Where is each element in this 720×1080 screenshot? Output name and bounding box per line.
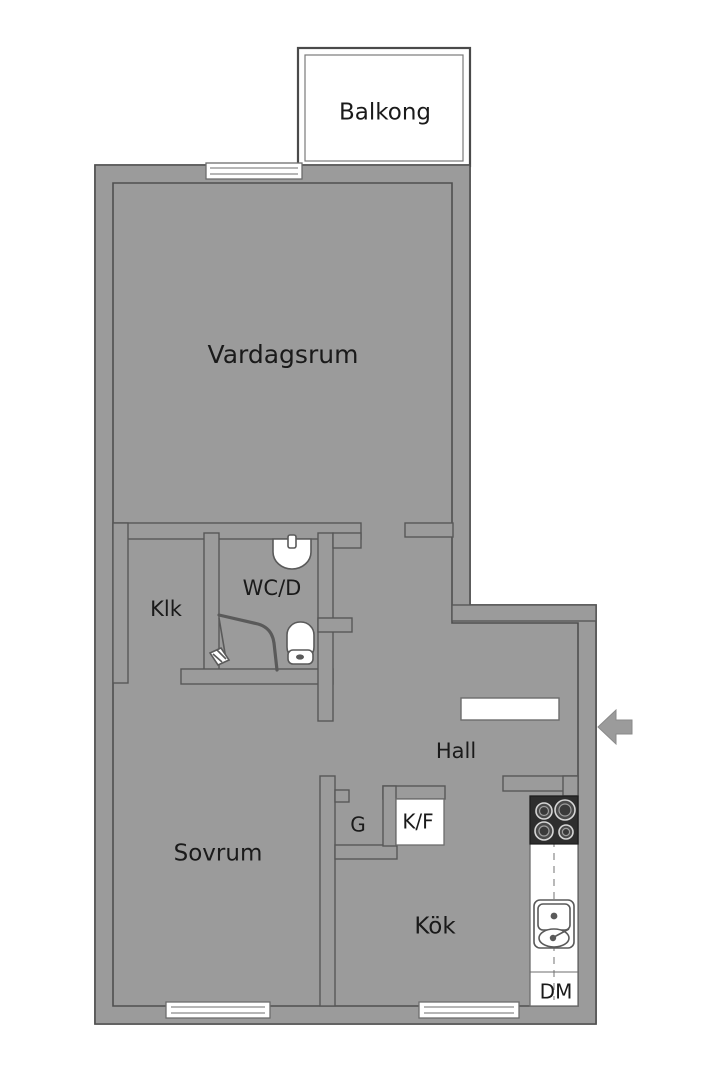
wall-garderob-north-stub bbox=[334, 789, 350, 803]
exterior-wall-render bbox=[94, 164, 597, 1025]
wall-wcd-south bbox=[180, 668, 334, 685]
label-balkong: Balkong bbox=[339, 100, 431, 126]
wall-vardagsrum-southeast-stub bbox=[404, 522, 454, 538]
kitchen-sink-icon bbox=[533, 899, 575, 949]
wall-klk-west bbox=[112, 522, 129, 684]
wall-kok-northeast-stub bbox=[562, 775, 579, 797]
wall-hall-north-step bbox=[451, 604, 597, 622]
windows bbox=[165, 162, 520, 1019]
label-klk: Klk bbox=[150, 597, 183, 621]
label-sovrum: Sovrum bbox=[174, 841, 263, 867]
balcony-outline bbox=[296, 46, 472, 168]
label-vardagsrum: Vardagsrum bbox=[208, 340, 359, 369]
window-livingroom-top bbox=[205, 162, 303, 180]
exterior-wall-band bbox=[94, 164, 597, 1025]
room-labels: Balkong Vardagsrum Klk WC/D Hall Sovrum … bbox=[150, 100, 572, 1004]
hall-closet bbox=[460, 697, 560, 721]
wall-garderob-south bbox=[334, 844, 398, 860]
window-kok-bottom bbox=[418, 1001, 520, 1019]
label-garderob: G bbox=[350, 813, 366, 837]
stove-hob-icon bbox=[529, 795, 579, 845]
wall-wcd-east-jamb bbox=[317, 617, 353, 633]
label-hall: Hall bbox=[436, 739, 476, 763]
wall-kf-west bbox=[382, 785, 397, 847]
label-diskmaskin: DM bbox=[540, 980, 573, 1004]
bathroom-fixtures bbox=[208, 534, 315, 672]
label-wcd: WC/D bbox=[243, 576, 302, 600]
entry-door-arrow[interactable] bbox=[597, 708, 633, 746]
toilet-icon bbox=[286, 621, 315, 665]
wash-basin-icon bbox=[272, 534, 312, 570]
kitchen-counter-group bbox=[529, 795, 579, 1007]
wall-sovrum-east bbox=[319, 775, 336, 1007]
label-kyl-frys: K/F bbox=[402, 810, 433, 834]
shower-rail-icon bbox=[217, 613, 279, 672]
window-sovrum-bottom bbox=[165, 1001, 271, 1019]
balcony-area bbox=[296, 46, 472, 168]
balcony-inner-outline bbox=[304, 54, 464, 162]
shower-head-icon bbox=[208, 646, 231, 667]
hall-closet-group bbox=[460, 697, 560, 721]
label-kok: Kök bbox=[414, 914, 456, 940]
kyl-frys-box bbox=[395, 798, 445, 846]
wall-wcd-northeast-jamb bbox=[332, 532, 362, 549]
interior-walls bbox=[112, 522, 597, 1007]
